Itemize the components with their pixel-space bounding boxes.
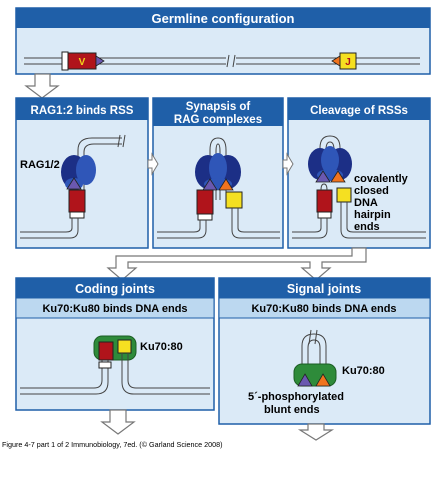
hairpin-label-3: DNA [354, 197, 378, 209]
signal-subtitle: Ku70:Ku80 binds DNA ends [251, 303, 396, 315]
signal-ku-label: Ku70:80 [342, 365, 385, 377]
arrow-coding-out [100, 409, 136, 435]
arrow-signal-out [297, 423, 335, 441]
arrow-to-panel1 [24, 73, 60, 99]
germline-title: Germline configuration [151, 11, 294, 26]
v-label: V [79, 57, 86, 68]
blunt-ends-line2: blunt ends [264, 404, 320, 416]
blunt-ends-line1: 5´-phosphorylated [248, 391, 344, 403]
arrow-panel1-to-2 [147, 152, 159, 176]
arrow-panel2-to-3 [282, 152, 294, 176]
hairpin-label-5: ends [354, 221, 380, 233]
germline-panel: Germline configuration V J [15, 7, 431, 75]
panel-synapsis: Synapsis of RAG complexes [152, 97, 284, 249]
dna-strand-icon [24, 54, 420, 68]
rag-complex-icon [308, 146, 352, 181]
panel-cleavage: Cleavage of RSSs covalently closed DNA h… [287, 97, 431, 249]
j-label: J [345, 57, 351, 68]
rag12-label: RAG1/2 [20, 159, 60, 171]
panel3-title: Cleavage of RSSs [310, 105, 408, 117]
figure-caption: Figure 4-7 part 1 of 2 Immunobiology, 7e… [2, 440, 223, 449]
panel-rag-binds-rss: RAG1:2 binds RSS RAG1/2 [15, 97, 149, 249]
signal-title: Signal joints [287, 282, 361, 296]
coding-subtitle: Ku70:Ku80 binds DNA ends [42, 303, 187, 315]
panel2-title-line2: RAG complexes [174, 114, 262, 126]
split-arrow [106, 247, 367, 281]
hairpin-label-1: covalently [354, 173, 409, 185]
panel-signal-joints: Signal joints Ku70:Ku80 binds DNA ends K… [218, 277, 431, 425]
j-gene-segment-icon: J [331, 52, 357, 70]
coding-ku-label: Ku70:80 [140, 341, 183, 353]
panel-coding-joints: Coding joints Ku70:Ku80 binds DNA ends K… [15, 277, 215, 411]
hairpin-label-2: closed [354, 185, 389, 197]
rag-complex-icon [61, 155, 96, 190]
germline-header [16, 8, 430, 28]
panel1-title: RAG1:2 binds RSS [31, 105, 134, 117]
hairpin-label-4: hairpin [354, 209, 391, 221]
rag-complex-icon [195, 153, 241, 190]
coding-title: Coding joints [75, 282, 155, 296]
v-gene-segment-icon: V [67, 52, 105, 70]
panel2-title-line1: Synapsis of [186, 101, 251, 113]
